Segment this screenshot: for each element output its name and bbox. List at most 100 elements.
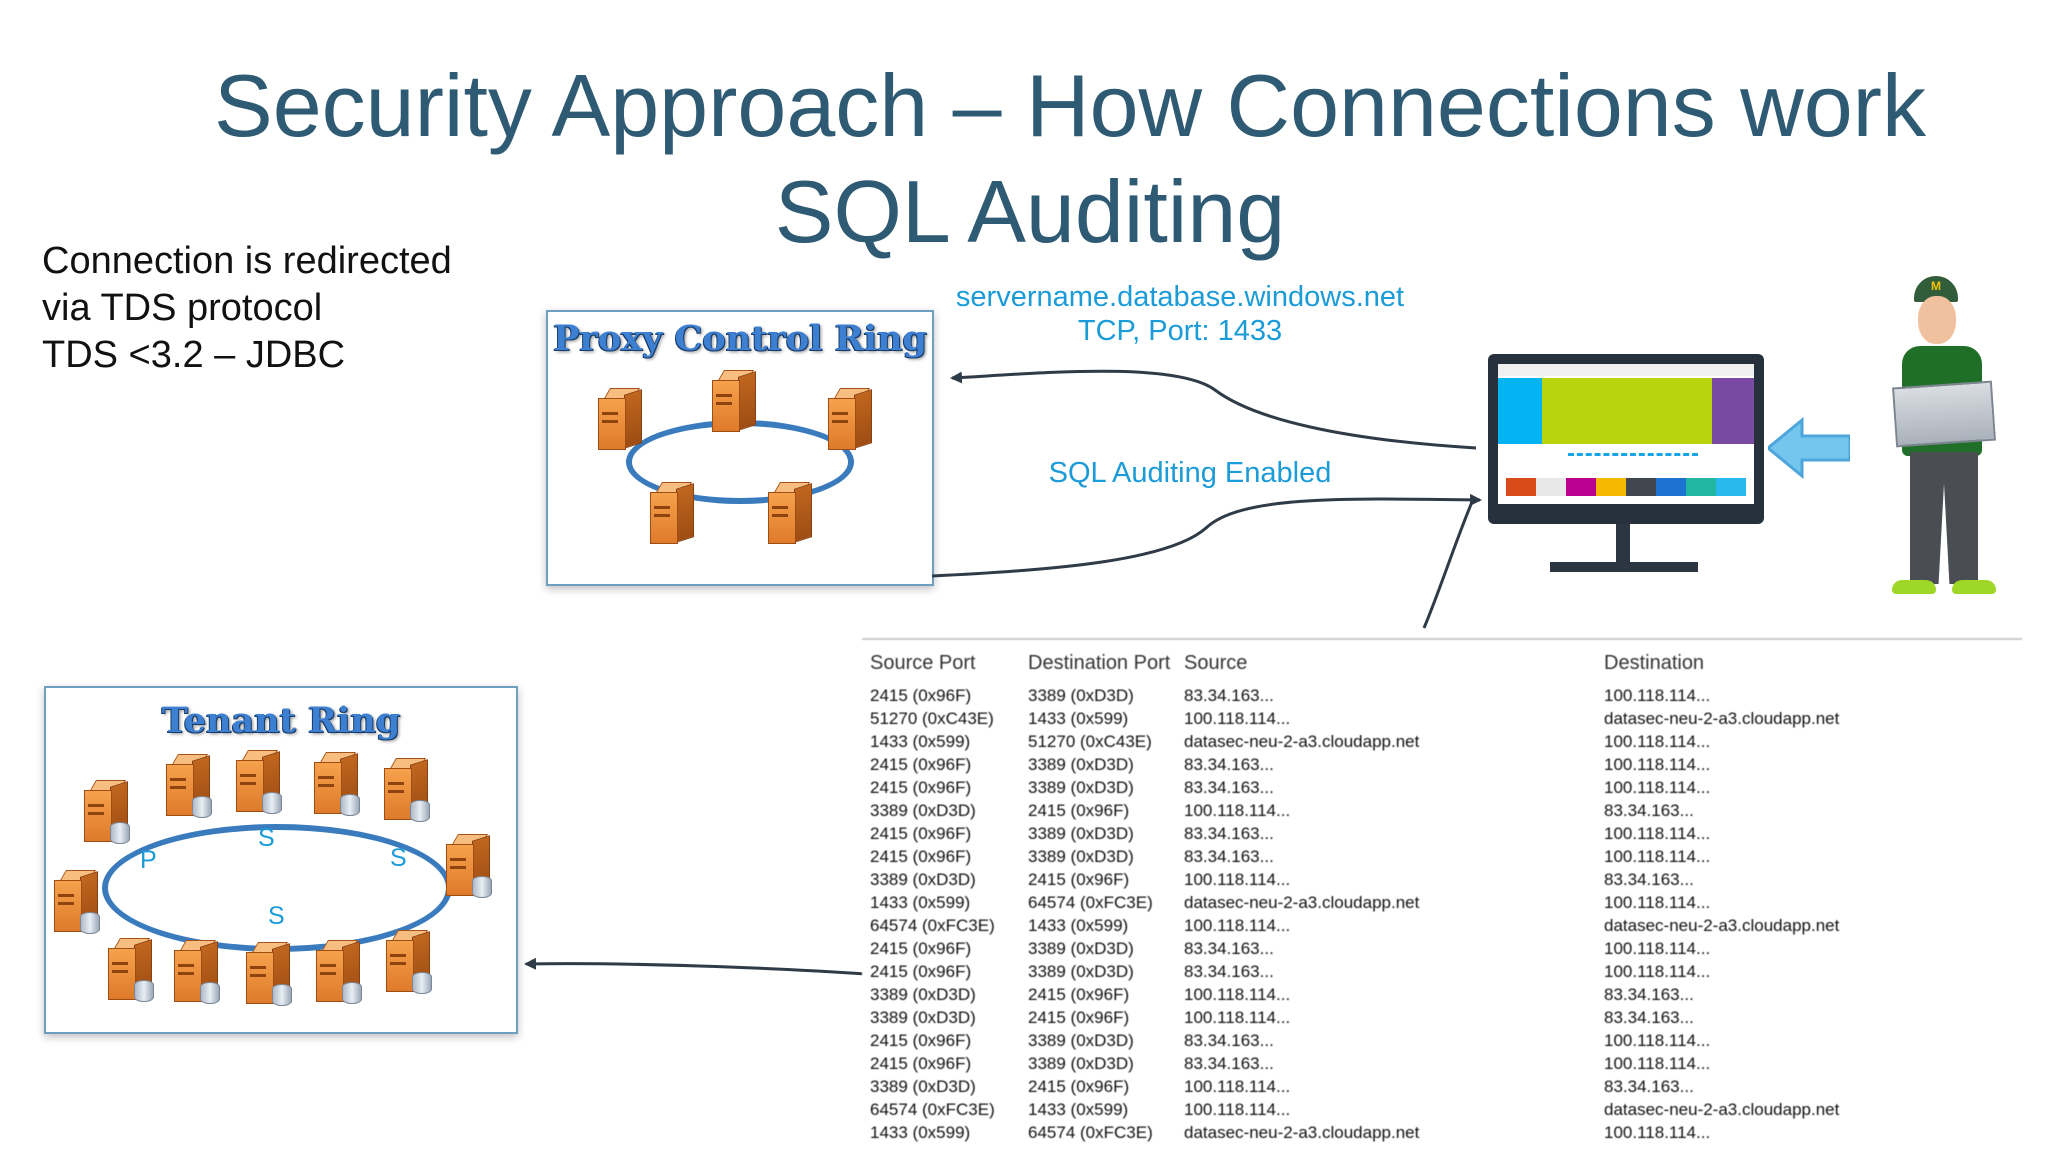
source-cell: 100.118.114... — [1184, 709, 1291, 728]
destination-port-cell: 2415 (0x96F) — [1028, 870, 1130, 889]
table-row: 1433 (0x599)64574 (0xFC3E)datasec-neu-2-… — [862, 893, 2022, 916]
destination-cell: 100.118.114... — [1604, 893, 1711, 912]
connection-description-line: Connection is redirected — [42, 240, 452, 282]
user-shoe-right — [1952, 580, 1996, 594]
source-port-header: Source Port — [870, 652, 976, 674]
source-port-cell: 64574 (0xFC3E) — [870, 916, 995, 935]
source-cell: datasec-neu-2-a3.cloudapp.net — [1184, 1123, 1420, 1142]
destination-cell: datasec-neu-2-a3.cloudapp.net — [1604, 709, 1840, 728]
connection-description: Connection is redirected via TDS protoco… — [42, 238, 452, 379]
source-cell: 100.118.114... — [1184, 1008, 1291, 1027]
source-cell: 100.118.114... — [1184, 916, 1291, 935]
destination-port-cell: 2415 (0x96F) — [1028, 801, 1130, 820]
table-row: 51270 (0xC43E) 1433 (0x599) 100.118.114...… — [862, 709, 2022, 732]
source-cell: 100.118.114... — [1184, 1077, 1291, 1096]
destination-port-cell: 3389 (0xD3D) — [1028, 824, 1134, 843]
database-icon — [192, 796, 212, 818]
table-header-row: Source Port Destination Port Source Dest… — [862, 652, 2022, 678]
server-icon — [768, 482, 812, 544]
destination-port-cell: 64574 (0xFC3E) — [1028, 1123, 1153, 1142]
table-row: 3389 (0xD3D)2415 (0x96F)100.118.114...83… — [862, 870, 2022, 893]
source-cell: 83.34.163... — [1184, 847, 1274, 866]
table-row: 2415 (0x96F)3389 (0xD3D)83.34.163...100.… — [862, 778, 2022, 801]
table-row: 2415 (0x96F)3389 (0xD3D)83.34.163...100.… — [862, 1031, 2022, 1054]
destination-port-cell: 1433 (0x599) — [1028, 709, 1129, 728]
table-row: 1433 (0x599) 64574 (0xFC3E) datasec-neu-2-… — [862, 1123, 2022, 1146]
destination-cell: 100.118.114... — [1604, 824, 1711, 843]
screen-panel-purple — [1712, 378, 1754, 444]
source-cell: 83.34.163... — [1184, 962, 1274, 981]
destination-port-cell: 1433 (0x599) — [1028, 1100, 1129, 1119]
database-icon — [272, 984, 292, 1006]
source-cell: 83.34.163... — [1184, 778, 1274, 797]
destination-cell: 100.118.114... — [1604, 732, 1711, 751]
screen-tile — [1686, 478, 1716, 496]
database-icon — [110, 822, 130, 844]
destination-cell: datasec-neu-2-a3.cloudapp.net — [1604, 916, 1840, 935]
destination-cell: 100.118.114... — [1604, 939, 1711, 958]
source-port-cell: 1433 (0x599) — [870, 893, 971, 912]
table-row: 2415 (0x96F)3389 (0xD3D)83.34.163...100.… — [862, 1054, 2022, 1077]
screen-tile — [1596, 478, 1626, 496]
redirect-arrow-top — [950, 369, 1477, 450]
left-arrow-icon — [1768, 416, 1850, 480]
destination-port-cell: 3389 (0xD3D) — [1028, 686, 1134, 705]
destination-port-cell: 3389 (0xD3D) — [1028, 1054, 1134, 1073]
monitor-screen — [1498, 364, 1754, 504]
database-icon — [340, 794, 360, 816]
audit-arrow-middle — [931, 493, 1482, 578]
destination-cell: 100.118.114... — [1604, 1031, 1711, 1050]
source-port-cell: 3389 (0xD3D) — [870, 801, 976, 820]
source-cell: datasec-neu-2-a3.cloudapp.net — [1184, 732, 1420, 751]
destination-cell: 100.118.114... — [1604, 1123, 1711, 1142]
source-port-cell: 2415 (0x96F) — [870, 1054, 972, 1073]
source-port-cell: 2415 (0x96F) — [870, 824, 972, 843]
destination-cell: datasec-neu-2-a3.cloudapp.net — [1604, 1100, 1840, 1119]
secondary-replica-label: S — [258, 824, 275, 852]
monitor-neck — [1616, 524, 1630, 566]
server-icon — [828, 388, 872, 450]
destination-cell: 83.34.163... — [1604, 1077, 1694, 1096]
secondary-replica-label: S — [390, 844, 407, 872]
user-pants — [1910, 452, 1978, 584]
source-port-cell: 3389 (0xD3D) — [870, 1008, 976, 1027]
user-face — [1918, 296, 1956, 344]
destination-port-cell: 3389 (0xD3D) — [1028, 1031, 1134, 1050]
source-port-cell: 2415 (0x96F) — [870, 939, 972, 958]
database-icon — [410, 800, 430, 822]
sql-auditing-caption: SQL Auditing Enabled — [1048, 457, 1332, 489]
tcp-port-label: TCP, Port: 1433 — [1077, 315, 1283, 347]
screen-tile — [1656, 478, 1686, 496]
source-port-cell: 51270 (0xC43E) — [870, 709, 994, 728]
audit-curve — [1422, 501, 1474, 629]
source-port-cell: 2415 (0x96F) — [870, 847, 972, 866]
database-server-icon — [386, 930, 432, 994]
destination-cell: 83.34.163... — [1604, 1008, 1694, 1027]
table-row: 2415 (0x96F)3389 (0xD3D)83.34.163...100.… — [862, 686, 2022, 709]
destination-port-cell: 3389 (0xD3D) — [1028, 755, 1134, 774]
database-icon — [342, 982, 362, 1004]
destination-port-cell: 51270 (0xC43E) — [1028, 732, 1152, 751]
source-cell: 83.34.163... — [1184, 939, 1274, 958]
screen-progress-dashes — [1568, 453, 1698, 456]
destination-port-cell: 2415 (0x96F) — [1028, 1077, 1130, 1096]
connection-description-line: TDS <3.2 – JDBC — [42, 334, 346, 376]
destination-cell: 100.118.114... — [1604, 847, 1711, 866]
database-icon — [200, 982, 220, 1004]
table-row: 2415 (0x96F)3389 (0xD3D)83.34.163...100.… — [862, 847, 2022, 870]
server-name: servername.database.windows.net — [955, 281, 1405, 313]
destination-cell: 83.34.163... — [1604, 801, 1694, 820]
user-illustration-icon: M — [1866, 276, 2036, 616]
tenant-ring-panel: Tenant Ring P S S S — [44, 686, 518, 1034]
source-port-cell: 3389 (0xD3D) — [870, 870, 976, 889]
source-cell: datasec-neu-2-a3.cloudapp.net — [1184, 893, 1420, 912]
table-row: 64574 (0xFC3E)1433 (0x599)100.118.114...… — [862, 1100, 2022, 1123]
destination-port-cell: 1433 (0x599) — [1028, 916, 1129, 935]
source-port-cell: 2415 (0x96F) — [870, 755, 972, 774]
proxy-control-ring-panel: Proxy Control Ring — [546, 310, 934, 586]
source-cell: 83.34.163... — [1184, 686, 1274, 705]
laptop-icon — [1892, 380, 1996, 448]
source-port-cell: 1433 (0x599) — [870, 1123, 971, 1142]
destination-cell: 100.118.114... — [1604, 686, 1711, 705]
slide-title-subtitle: SQL Auditing — [774, 162, 1286, 261]
